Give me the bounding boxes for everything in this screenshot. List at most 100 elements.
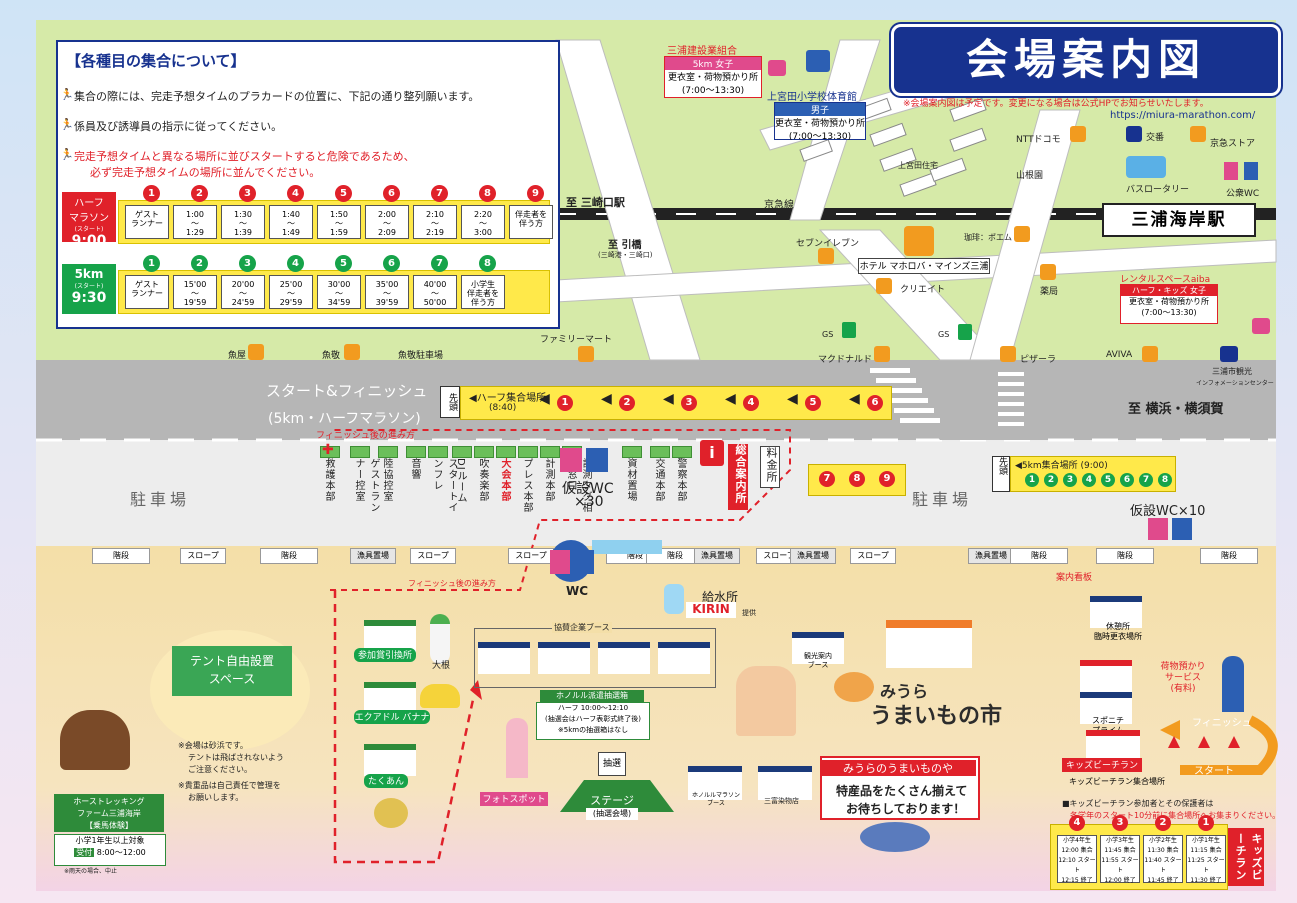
umaimono-text2: 特産品をたくさん揃えて (836, 784, 968, 798)
honolulu-line2: (抽選会はハーフ表彰式終了後) (544, 715, 642, 723)
building-icon (1252, 318, 1270, 334)
public-wc-label: 公衆WC (1226, 189, 1260, 199)
tent-free-box: テント自由設置 スペース (172, 646, 292, 696)
tent-label: ゲストランナー控室 (353, 458, 379, 513)
spochi-tent (1080, 692, 1132, 724)
to-yokohama-label: 至 横浜・横須賀 (1128, 402, 1224, 417)
kids-box-line: 11:45 終了 (1147, 877, 1179, 884)
arrow-left-icon: ◀ (539, 391, 550, 407)
fish-icon (860, 822, 930, 852)
pace-box-line: 35'00 (375, 280, 399, 289)
beach-edge-slope: スロープ (850, 548, 896, 564)
pace-box-line: 伴う方 (519, 219, 543, 228)
pace-box-line: 30'00 (327, 280, 351, 289)
sponsor-tent (658, 642, 710, 674)
half-gather-bar: ◀ハーフ集合場所 (8:40) 1◀2◀3◀4◀5◀6◀ (460, 386, 892, 420)
women5k-time: (7:00〜13:30) (681, 86, 745, 96)
pace-box-line: 1:00 (186, 210, 204, 219)
wc-building-roof (592, 540, 662, 554)
pace-box-line: 29'59 (279, 298, 303, 307)
beach-edge-stairs: 階段 (92, 548, 150, 564)
water-bottle-icon (664, 584, 684, 614)
kids-box-line: 12:10 スタート (1058, 857, 1096, 874)
umaimono-tent (886, 620, 972, 668)
men-title: 男子 (775, 103, 865, 116)
horse-line1: ホーストレッキング (73, 797, 145, 806)
bus-label: バスロータリー (1126, 185, 1190, 195)
notice-board-label: 案内看板 (1056, 573, 1093, 583)
famima-label: ファミリーマート (540, 335, 613, 345)
half-sentou-label: 先頭 (440, 386, 460, 418)
pace-box-line: 伴走者を (467, 289, 499, 298)
fivek-gather-number: 8 (1158, 473, 1172, 487)
pace-box-line: 〜 (431, 219, 439, 228)
info-icon: i (700, 440, 724, 466)
baggage-line3: (有料) (1170, 684, 1196, 694)
yamanegumi-label: 山根園 (1016, 171, 1044, 181)
shop-icon (578, 346, 594, 362)
kids-box-line: 12:15 終了 (1061, 877, 1093, 884)
runner-figure-icon (1222, 656, 1244, 712)
fivek-gather-number: 6 (1120, 473, 1134, 487)
assembly-line1: 集合の際には、完走予想タイムのプラカードの位置に、下記の通り整列願います。 (74, 90, 480, 103)
beach-edge-fishing: 漁具置場 (350, 548, 396, 564)
half-label-top: ハーフ (74, 198, 104, 209)
pace-number: 1 (143, 255, 160, 272)
pace-box-line: 20'00 (231, 280, 255, 289)
pace-box-line: 25'00 (279, 280, 303, 289)
men-wc-icon (1244, 162, 1258, 180)
kids-schedule-label: キッズビーチラン (1228, 828, 1264, 886)
kids-number: 3 (1112, 815, 1128, 831)
assembly-panel: 【各種目の集合について】 集合の際には、完走予想タイムのプラカードの位置に、下記… (56, 40, 560, 329)
overflow-number: 8 (849, 471, 865, 487)
rental-title: レンタルスペースaiba (1120, 275, 1211, 285)
kids-box-line: 11:45 集合 (1104, 847, 1136, 854)
shop-icon (818, 248, 834, 264)
beach-note-5: お願いします。 (188, 793, 244, 802)
rest-tent (1090, 596, 1142, 628)
finish-route-label: フィニッシュ後の進み方 (316, 431, 415, 441)
takuan-tent (364, 744, 416, 776)
pace-number: 7 (431, 185, 448, 202)
pace-box: 2:20〜3:00 (461, 205, 505, 239)
pace-box-line: 2:19 (426, 228, 444, 237)
half-label-box: ハーフ マラソン (スタート) 9:00 (62, 192, 116, 249)
half-gather-number: 6 (867, 395, 883, 411)
page-title: 会場案内図 (891, 24, 1281, 96)
shop-icon (874, 346, 890, 362)
takuan-icon (374, 798, 408, 828)
gym-label: 上宮田小学校体育館 (767, 92, 857, 103)
pace-box-line: 1:40 (282, 210, 300, 219)
kanko-sub: インフォメーションセンター (1196, 380, 1274, 387)
pace-number: 8 (479, 185, 496, 202)
pace-box-line: 〜 (239, 219, 247, 228)
uoya-label: 魚屋 (228, 351, 247, 361)
rest-line2: 臨時更衣場所 (1094, 632, 1142, 641)
tent-roof (474, 446, 494, 458)
shop-icon (1014, 226, 1030, 242)
kirin-sub: 提供 (742, 609, 756, 617)
pace-box: 1:50〜1:59 (317, 205, 361, 239)
daikon-label: 大根 (432, 661, 451, 671)
mcd-label: マクドナルド (818, 355, 873, 365)
pace-box-line: ランナー (131, 219, 163, 228)
fivek-time: 9:30 (71, 290, 107, 306)
gas-station-icon (958, 324, 972, 340)
horse-reception-label: 受付 (74, 848, 95, 857)
pace-box-line: ゲスト (135, 280, 159, 289)
kids-beach-label: キッズビーチラン (1062, 758, 1142, 772)
website-link[interactable]: https://miura-marathon.com/ (1110, 110, 1256, 121)
fivek-gather-label: ◀5km集合場所 (9:00) (1015, 461, 1108, 471)
pace-box-line: 3:00 (474, 228, 492, 237)
umaimono-text1: みうらのうまいものや (820, 760, 976, 776)
pace-box: 30'00〜34'59 (317, 275, 361, 309)
sanpu-label: 三富染物店 (764, 797, 799, 805)
wc10-label: 仮設WC×10 (1130, 504, 1206, 519)
kamimiyada-label: 上宮田住宅 (898, 161, 938, 170)
start-finish-label: スタート&フィニッシュ (266, 382, 428, 400)
horse-icon (60, 710, 130, 770)
start-finish-sub: (5km・ハーフマラソン) (268, 411, 421, 427)
station-label: 三浦海岸駅 (1102, 203, 1256, 237)
